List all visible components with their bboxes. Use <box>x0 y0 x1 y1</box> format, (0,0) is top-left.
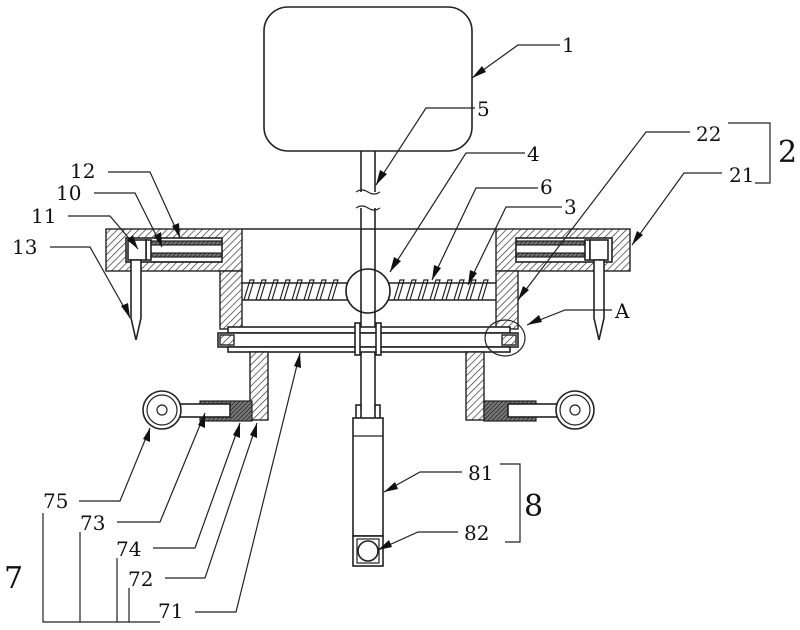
label-a: A <box>614 299 630 323</box>
label-4: 4 <box>527 142 540 166</box>
label-71: 71 <box>158 599 183 623</box>
leader-lines <box>42 44 771 623</box>
spring-part-6 <box>243 279 489 301</box>
label-5: 5 <box>477 97 490 121</box>
cylinder-part-81 <box>352 404 384 537</box>
label-3: 3 <box>564 195 577 219</box>
leg-part-72 <box>249 351 485 421</box>
label-21: 21 <box>729 163 754 187</box>
label-72: 72 <box>128 567 153 591</box>
label-22: 22 <box>696 122 721 146</box>
detail-circle-a <box>484 319 526 357</box>
label-81: 81 <box>468 461 493 485</box>
label-8: 8 <box>524 489 543 524</box>
label-82: 82 <box>464 521 489 545</box>
label-7: 7 <box>4 561 23 596</box>
label-1: 1 <box>562 33 575 57</box>
label-73: 73 <box>80 511 105 535</box>
wheel-part-75 <box>142 390 595 430</box>
box-part-1 <box>263 6 473 152</box>
ball-part-82 <box>352 535 384 567</box>
label-12: 12 <box>70 159 95 183</box>
label-13: 13 <box>12 235 37 259</box>
label-75: 75 <box>43 489 68 513</box>
ball-part-4 <box>345 268 391 314</box>
label-10: 10 <box>56 181 81 205</box>
label-74: 74 <box>116 537 141 561</box>
block-part-11 <box>127 239 609 261</box>
label-2: 2 <box>778 135 797 170</box>
label-11: 11 <box>31 204 56 228</box>
label-6: 6 <box>540 175 553 199</box>
spike-part-13 <box>130 259 605 341</box>
plate-part-71 <box>217 322 519 356</box>
